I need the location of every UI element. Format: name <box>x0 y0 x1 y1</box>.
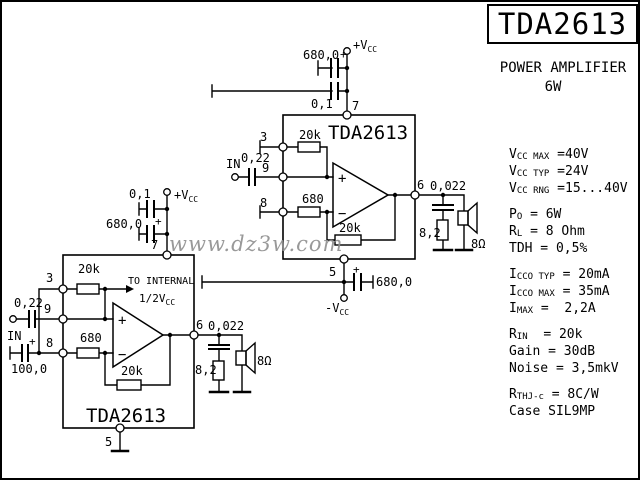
upper-cap-neg-plus: + <box>353 263 360 276</box>
lower-vcc-label: +VCC <box>174 188 198 204</box>
spec-row: VCC MAX =40V <box>509 147 589 162</box>
lower-resistor-20k-top <box>76 283 100 295</box>
spec-row: RTHJ-c = 8C/W <box>509 387 599 402</box>
lower-circuit: +VCC 0,1 680,0 + 7 TO INTERNAL 1/2VCC 3 … <box>7 187 271 453</box>
upper-pin9-label: 9 <box>262 161 269 175</box>
half-vcc-label: 1/2VCC <box>139 292 175 307</box>
lower-ic-box <box>62 254 195 429</box>
upper-resistor-20k-feedback <box>334 234 362 246</box>
lower-r-fb-label: 20k <box>121 364 143 378</box>
lower-chip-label: TDA2613 <box>86 405 166 427</box>
upper-speaker-label: 8Ω <box>471 237 485 251</box>
lower-pin8-label: 8 <box>46 336 53 350</box>
lower-r-top-label: 20k <box>78 262 100 276</box>
upper-cap-in-label: 0,22 <box>241 151 270 165</box>
upper-pin6-label: 6 <box>417 178 424 192</box>
lower-cap-plates <box>21 200 230 362</box>
lower-r-in-label: 680 <box>80 331 102 345</box>
spec-row: Noise = 3,5mkV <box>509 361 619 376</box>
lower-cap-in-label: 0,22 <box>14 296 43 310</box>
spec-row: VCC TYP =24V <box>509 164 589 179</box>
lower-cap-supply-plus: + <box>155 215 162 228</box>
upper-vcc-label: +VCC <box>353 38 377 54</box>
lower-pin7-label: 7 <box>151 238 158 252</box>
spec-row: TDH = 0,5% <box>509 241 588 256</box>
lower-resistor-zobel <box>212 360 225 381</box>
upper-pin-circles <box>231 47 420 302</box>
spec-row: VCC RNG =15...40V <box>509 181 628 196</box>
lower-resistor-680 <box>76 347 100 359</box>
upper-r-zobel-label: 8,2 <box>419 226 441 240</box>
upper-cap-supply-plus: + <box>340 48 347 61</box>
lower-ground-bars <box>110 390 252 453</box>
power-rating: 6W <box>544 79 562 95</box>
upper-cap-01-label: 0,1 <box>311 97 333 111</box>
lower-cap-byp-label: 100,0 <box>11 362 47 376</box>
lower-r-zobel-label: 8,2 <box>195 363 217 377</box>
upper-pin3-label: 3 <box>260 130 267 144</box>
lower-speaker-icon <box>235 341 256 375</box>
circuit-subtitle: POWER AMPLIFIER <box>499 60 627 76</box>
lower-opamp-minus: − <box>118 347 126 363</box>
spec-row: IMAX = 2,2A <box>509 301 596 316</box>
upper-cap-plates <box>248 58 454 291</box>
spec-list: VCC MAX =40V VCC TYP =24V VCC RNG =15...… <box>509 146 628 420</box>
lower-opamp-triangle <box>112 301 165 369</box>
spec-row: RL = 8 Ohm <box>509 224 585 239</box>
upper-junction-dots <box>324 65 446 285</box>
upper-pin7-label: 7 <box>352 99 359 113</box>
lower-pin9-label: 9 <box>44 302 51 316</box>
lower-in-label: IN <box>7 329 21 343</box>
lower-pin6-label: 6 <box>196 318 203 332</box>
upper-speaker-icon <box>457 201 478 235</box>
spec-row: ICCO MAX = 35mA <box>509 284 610 299</box>
upper-circuit: 680,0 + +VCC 0,1 7 TDA2613 3 9 8 IN 0,22… <box>201 38 485 317</box>
lower-cap-supply-label: 680,0 <box>106 217 142 231</box>
lower-opamp-plus: + <box>118 313 126 329</box>
upper-r-in-label: 680 <box>302 192 324 206</box>
spec-row: ICCO TYP = 20mA <box>509 267 610 282</box>
spec-row: RIN = 20k <box>509 327 583 342</box>
upper-resistor-20k-top <box>297 141 321 153</box>
lower-resistor-20k-feedback <box>116 379 142 391</box>
upper-opamp-minus: − <box>338 206 346 222</box>
upper-opamp-triangle <box>332 161 390 229</box>
lower-pin-circles <box>9 188 199 433</box>
spec-row: Gain = 30dB <box>509 344 596 359</box>
lower-pin5-label: 5 <box>105 435 112 449</box>
upper-in-label: IN <box>226 157 240 171</box>
to-internal-label: TO INTERNAL <box>128 276 194 287</box>
upper-resistor-680 <box>297 206 321 218</box>
upper-nvcc-label: -VCC <box>325 301 349 317</box>
upper-cap-supply-label: 680,0 <box>303 48 339 62</box>
lower-speaker-label: 8Ω <box>257 354 271 368</box>
to-internal-arrowhead <box>126 285 134 293</box>
lower-cap-out-label: 0,022 <box>208 319 244 333</box>
lower-junction-dots <box>36 206 222 356</box>
upper-chip-label: TDA2613 <box>328 122 408 144</box>
part-number-box: TDA2613 <box>487 4 638 44</box>
lower-cap-01-label: 0,1 <box>129 187 151 201</box>
part-number: TDA2613 <box>497 7 628 41</box>
upper-r-fb-label: 20k <box>339 221 361 235</box>
upper-opamp-plus: + <box>338 171 346 187</box>
upper-pin5-label: 5 <box>329 265 336 279</box>
upper-resistor-zobel <box>436 219 449 241</box>
spec-row: Case SIL9MP <box>509 404 596 419</box>
lower-pin3-label: 3 <box>46 271 53 285</box>
spec-row: PO = 6W <box>509 207 562 222</box>
upper-cap-out-label: 0,022 <box>430 179 466 193</box>
upper-cap-neg-label: 680,0 <box>376 275 412 289</box>
upper-r-top-label: 20k <box>299 128 321 142</box>
lower-cap-byp-plus: + <box>29 335 36 348</box>
upper-pin8-label: 8 <box>260 196 267 210</box>
